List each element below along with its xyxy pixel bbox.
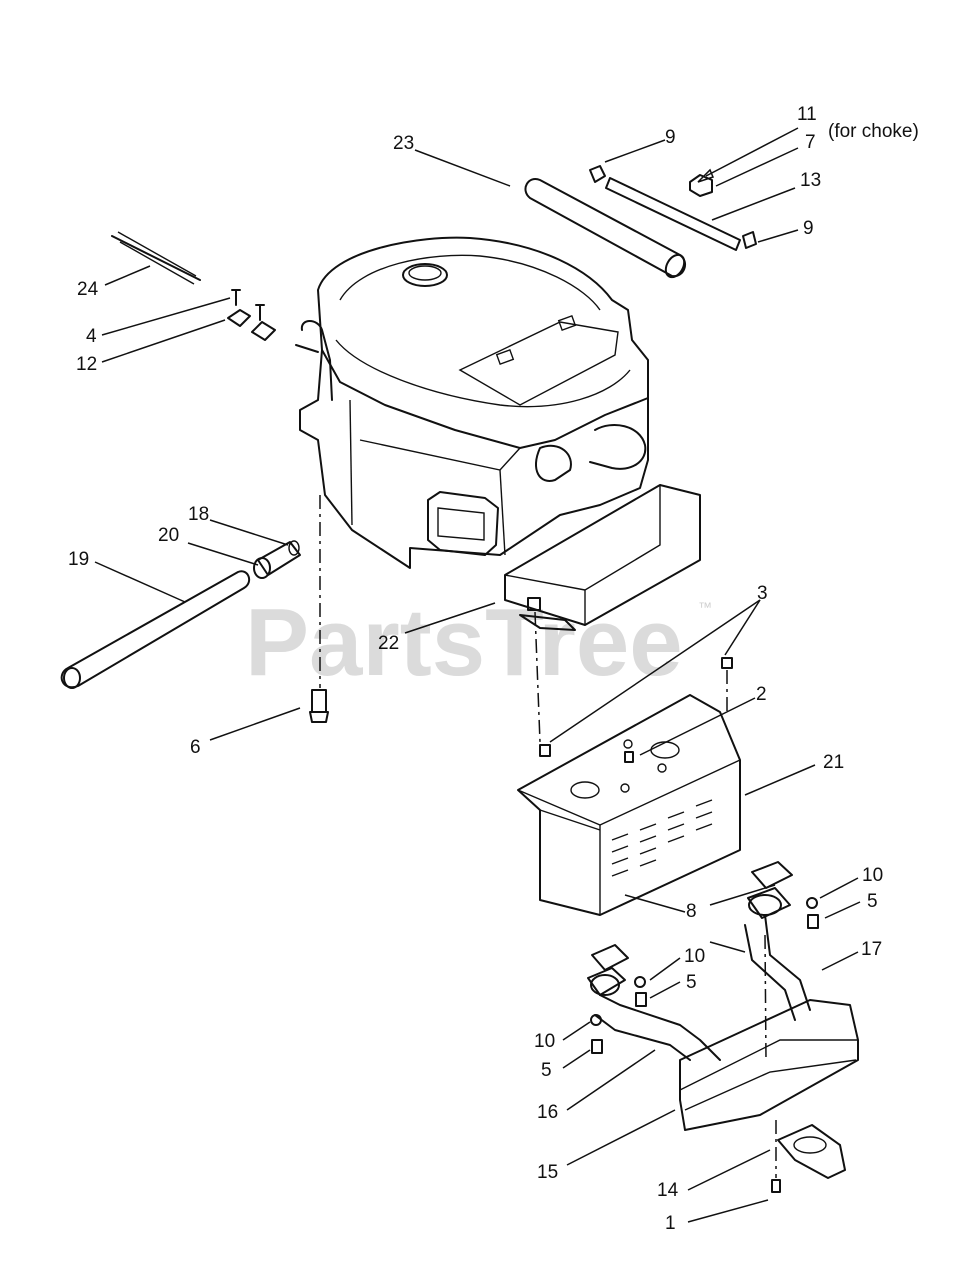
bolt-part-6 xyxy=(309,689,329,723)
callout-13: 13 xyxy=(800,170,821,191)
leader-lines xyxy=(94,127,861,1223)
callout-17: 17 xyxy=(861,939,882,960)
screw-part-5b xyxy=(635,992,647,1007)
callout-20: 20 xyxy=(158,525,179,546)
clip-part-9b xyxy=(742,231,757,249)
washer-part-10c xyxy=(590,1014,602,1026)
note-for-choke: (for choke) xyxy=(828,121,919,142)
muffler-part-15 xyxy=(679,999,859,1131)
bolt-part-3b xyxy=(539,744,551,757)
cable-part-24 xyxy=(111,235,201,281)
callout-9b: 9 xyxy=(803,218,814,239)
clip-part-9a xyxy=(589,165,606,183)
screw-part-4 xyxy=(231,289,265,321)
callout-22: 22 xyxy=(378,633,399,654)
callout-19: 19 xyxy=(68,549,89,570)
callout-10-bottom: 10 xyxy=(534,1031,555,1052)
callout-4: 4 xyxy=(86,326,97,347)
callout-8: 8 xyxy=(686,901,697,922)
washer-part-10a xyxy=(806,897,818,909)
callout-16: 16 xyxy=(537,1102,558,1123)
fitting-part-18-20 xyxy=(253,540,301,579)
watermark-text: PartsTree xyxy=(245,589,683,696)
gasket-part-8b xyxy=(751,861,793,889)
callout-6: 6 xyxy=(190,737,201,758)
callout-1: 1 xyxy=(665,1213,676,1234)
callout-11: 11 xyxy=(797,104,817,125)
gasket-part-8a xyxy=(591,944,629,971)
watermark-trademark: ™ xyxy=(698,599,712,615)
choke-rod-part-13 xyxy=(605,177,741,251)
screw-part-5a xyxy=(807,914,819,929)
callout-9a: 9 xyxy=(665,127,676,148)
engine-assembly xyxy=(295,236,701,631)
muffler-shield-part-21 xyxy=(517,694,741,916)
callout-labels: 11 (for choke) 7 13 9 9 23 24 4 12 18 20… xyxy=(68,104,919,1234)
bracket-part-12 xyxy=(227,309,276,341)
callout-21: 21 xyxy=(823,752,844,773)
tube-part-23 xyxy=(524,178,687,279)
callout-14: 14 xyxy=(657,1180,679,1201)
exhaust-pipe-part-16 xyxy=(587,967,721,1061)
nut-part-7 xyxy=(689,174,713,197)
screw-part-5c xyxy=(591,1039,603,1054)
callout-7: 7 xyxy=(805,132,816,153)
bolt-part-3a xyxy=(721,657,733,669)
callout-5-bottom: 5 xyxy=(541,1060,552,1081)
callout-24: 24 xyxy=(77,279,99,300)
callout-12: 12 xyxy=(76,354,97,375)
callout-2: 2 xyxy=(756,684,767,705)
hose-part-19 xyxy=(60,570,251,689)
deflector-part-14 xyxy=(777,1124,846,1179)
callout-18: 18 xyxy=(188,504,209,525)
callout-10-top: 10 xyxy=(862,865,883,886)
callout-23: 23 xyxy=(393,133,414,154)
callout-5-top: 5 xyxy=(867,891,878,912)
callout-15: 15 xyxy=(537,1162,558,1183)
exhaust-pipe-part-17 xyxy=(744,887,811,1021)
callout-3: 3 xyxy=(757,583,768,604)
screw-part-2 xyxy=(624,751,634,763)
callout-5-mid: 5 xyxy=(686,972,697,993)
callout-10-mid: 10 xyxy=(684,946,705,967)
washer-part-10b xyxy=(634,976,646,988)
screw-part-1 xyxy=(771,1179,781,1193)
